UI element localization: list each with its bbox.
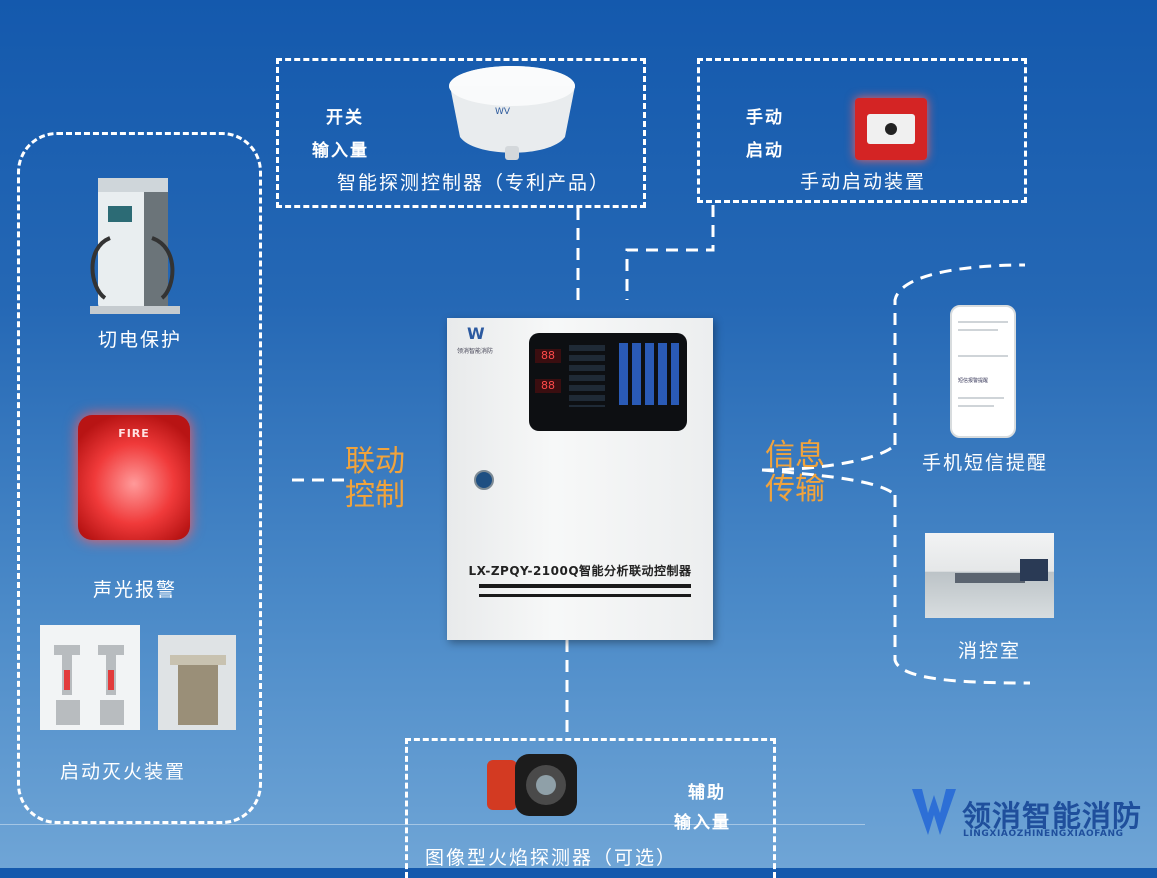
flame-detector-box <box>405 738 776 878</box>
brand-logo-icon <box>912 789 956 835</box>
info-transmission-label-2: 传输 <box>765 472 825 507</box>
charging-station-icon <box>90 178 180 314</box>
controller-logo-icon: W <box>467 324 485 343</box>
smart-detector-icon: WV <box>449 66 575 160</box>
manual-call-point-icon <box>855 98 927 160</box>
flame-detector-icon <box>487 754 577 816</box>
flame-detector-caption: 图像型火焰探测器（可选） <box>425 847 678 869</box>
smart-detector-caption: 智能探测控制器（专利产品） <box>337 172 611 194</box>
switch-input-label-2: 输入量 <box>312 141 369 161</box>
smart-detector-box <box>276 58 646 208</box>
phone-icon: 短信报警提醒 <box>950 305 1016 438</box>
sms-text: 短信报警提醒 <box>958 378 989 384</box>
controller-panel: W 领消智能消防 88 88 LX-ZPQY-2100Q智能分析联动控制器 <box>447 318 713 640</box>
controller-display: 88 88 <box>529 333 687 431</box>
sound-light-alarm-label: 声光报警 <box>93 579 178 601</box>
svg-text:WV: WV <box>495 107 511 117</box>
brand-pinyin: LINGXIAOZHINENGXIAOFANG <box>963 829 1124 839</box>
left-panel-frame <box>17 132 262 824</box>
info-transmission-label-1: 信息 <box>765 438 825 473</box>
controller-key-icon <box>474 470 494 490</box>
switch-input-label-1: 开关 <box>326 108 364 128</box>
fire-suppression-label: 启动灭火装置 <box>60 761 187 783</box>
brand-name: 领消智能消防 <box>962 799 1143 833</box>
controller-title: LX-ZPQY-2100Q智能分析联动控制器 <box>468 564 692 578</box>
power-cutoff-label: 切电保护 <box>98 329 183 351</box>
manual-start-box <box>697 58 1027 203</box>
aux-input-label-2: 输入量 <box>674 813 731 833</box>
control-room-label: 消控室 <box>958 640 1022 662</box>
sms-alert-label: 手机短信提醒 <box>922 452 1049 474</box>
manual-start-caption: 手动启动装置 <box>800 171 927 193</box>
controller-brand: 领消智能消防 <box>457 348 494 355</box>
sprinkler-icon <box>40 625 236 730</box>
fire-text: FIRE <box>118 427 150 440</box>
linkage-control-label-2: 控制 <box>345 478 405 513</box>
bottom-divider <box>0 824 865 825</box>
manual-label-2: 启动 <box>746 141 784 161</box>
control-room-image <box>925 533 1054 618</box>
aux-input-label-1: 辅助 <box>688 783 726 803</box>
manual-label-1: 手动 <box>746 108 784 128</box>
linkage-control-label-1: 联动 <box>345 444 405 479</box>
alarm-light-icon: FIRE <box>78 415 190 540</box>
